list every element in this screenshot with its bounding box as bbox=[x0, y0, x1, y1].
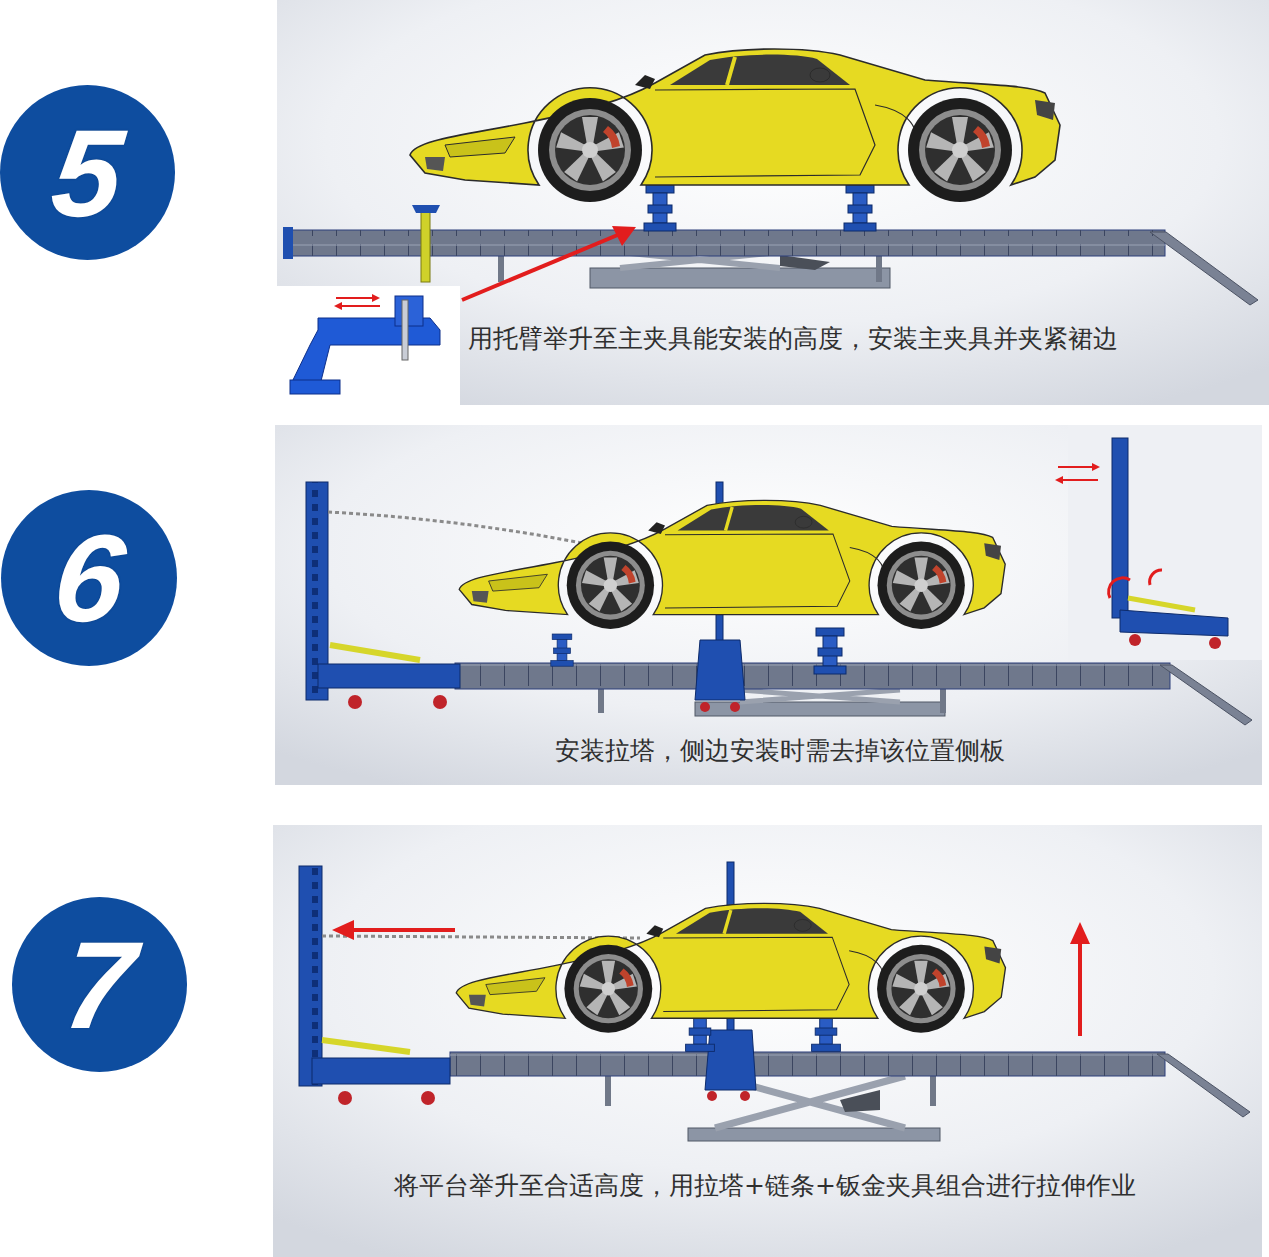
illustration-part bbox=[450, 1052, 1165, 1076]
illustration-part bbox=[1060, 479, 1098, 481]
illustration-part bbox=[1070, 922, 1090, 944]
illustration-part bbox=[322, 1040, 410, 1052]
illustration-part bbox=[644, 185, 676, 231]
illustration-part bbox=[1058, 466, 1096, 468]
illustration-part bbox=[336, 297, 376, 299]
illustration-part bbox=[705, 1030, 756, 1090]
illustration-part bbox=[780, 255, 830, 270]
step-number: 6 bbox=[48, 516, 130, 640]
illustration-part bbox=[1112, 438, 1128, 618]
illustration-part bbox=[940, 689, 946, 713]
illustration-part bbox=[410, 49, 1060, 202]
illustration-part bbox=[277, 0, 1269, 405]
illustration-part bbox=[421, 1091, 435, 1105]
illustration-part bbox=[456, 903, 1005, 1032]
illustration-part bbox=[421, 212, 430, 282]
step-panel: 安装拉塔，侧边安装时需去掉该位置侧板 bbox=[275, 425, 1262, 785]
step-caption: 安装拉塔，侧边安装时需去掉该位置侧板 bbox=[555, 736, 1005, 766]
illustration-part bbox=[395, 296, 423, 326]
illustration-part bbox=[605, 1076, 611, 1106]
illustration-part bbox=[730, 702, 740, 712]
illustration-part bbox=[332, 920, 354, 940]
illustration-part bbox=[1150, 232, 1258, 305]
illustration-part bbox=[1120, 610, 1228, 636]
step-panel: 用托臂举升至主夹具能安装的高度，安装主夹具并夹紧裙边 bbox=[277, 0, 1269, 405]
illustration-part bbox=[372, 294, 380, 302]
illustration-part bbox=[1128, 598, 1195, 610]
illustration-part bbox=[340, 305, 380, 307]
illustration-part bbox=[285, 230, 1165, 256]
illustration-part bbox=[707, 1091, 717, 1101]
illustration-part bbox=[455, 663, 1170, 689]
illustration-part bbox=[350, 928, 455, 932]
illustration-part bbox=[275, 425, 1262, 785]
step-caption: 将平台举升至合适高度，用拉塔+链条+钣金夹具组合进行拉伸作业 bbox=[394, 1171, 1136, 1201]
step-caption: 用托臂举升至主夹具能安装的高度，安装主夹具并夹紧裙边 bbox=[468, 324, 1118, 354]
illustration-part bbox=[844, 185, 876, 231]
step-7-illustration bbox=[273, 825, 1262, 1257]
illustration-part bbox=[273, 825, 1262, 1257]
illustration-part bbox=[412, 205, 440, 213]
illustration-part bbox=[322, 936, 640, 938]
step-number: 7 bbox=[58, 923, 140, 1047]
illustration-part bbox=[462, 234, 620, 300]
illustration-part bbox=[551, 634, 573, 666]
illustration-part bbox=[334, 302, 342, 310]
illustration-part bbox=[277, 286, 460, 405]
illustration-part bbox=[1157, 1054, 1250, 1117]
illustration-part bbox=[459, 500, 1005, 629]
illustration-part bbox=[455, 663, 1170, 689]
illustration-part bbox=[330, 645, 420, 660]
illustration-part bbox=[348, 695, 362, 709]
illustration-part bbox=[450, 1052, 1165, 1076]
illustration-part bbox=[402, 300, 408, 360]
illustration-part bbox=[1112, 438, 1128, 618]
illustration-part bbox=[1078, 942, 1082, 1036]
illustration-part bbox=[1092, 463, 1100, 471]
illustration-part bbox=[1129, 634, 1141, 646]
illustration-part bbox=[814, 628, 846, 674]
illustration-part bbox=[612, 226, 636, 246]
illustration-part bbox=[1150, 570, 1162, 585]
step-6-illustration bbox=[275, 425, 1262, 785]
illustration-part bbox=[299, 866, 322, 1086]
step-panel: 将平台举升至合适高度，用拉塔+链条+钣金夹具组合进行拉伸作业 bbox=[273, 825, 1262, 1257]
illustration-part bbox=[1055, 476, 1063, 484]
illustration-part bbox=[876, 256, 882, 282]
illustration-part bbox=[1160, 665, 1252, 725]
illustration-part bbox=[285, 230, 1165, 256]
illustration-part bbox=[590, 268, 890, 288]
illustration-part bbox=[1209, 637, 1221, 649]
illustration-part bbox=[299, 866, 322, 1086]
step-5-illustration bbox=[277, 0, 1269, 405]
illustration-part bbox=[498, 256, 504, 282]
illustration-part bbox=[840, 1090, 880, 1112]
step-number-circle: 6 bbox=[1, 490, 177, 666]
illustration-part bbox=[598, 689, 604, 713]
illustration-part bbox=[695, 640, 745, 700]
illustration-part bbox=[433, 695, 447, 709]
illustration-part bbox=[740, 1091, 750, 1101]
illustration-part bbox=[312, 1058, 450, 1084]
illustration-part bbox=[740, 690, 900, 702]
illustration-part bbox=[318, 664, 460, 688]
step-number: 5 bbox=[46, 111, 128, 235]
illustration-part bbox=[1109, 578, 1130, 598]
illustration-part bbox=[338, 1091, 352, 1105]
illustration-part bbox=[1068, 425, 1262, 660]
illustration-part bbox=[283, 227, 293, 259]
illustration-part bbox=[700, 702, 710, 712]
step-number-circle: 5 bbox=[0, 85, 175, 260]
illustration-part bbox=[292, 318, 440, 388]
illustration-part bbox=[290, 380, 340, 394]
illustration-part bbox=[695, 702, 945, 716]
step-number-circle: 7 bbox=[12, 897, 187, 1072]
illustration-part bbox=[930, 1076, 936, 1106]
